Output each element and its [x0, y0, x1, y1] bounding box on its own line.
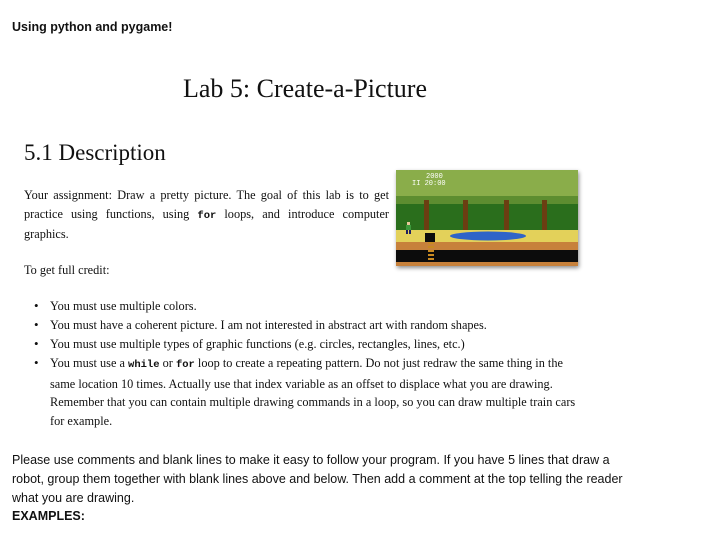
examples-label: EXAMPLES: — [12, 509, 85, 523]
tree-trunk — [542, 200, 547, 230]
list-item: You must use multiple colors. — [24, 297, 584, 316]
requirement-text: You must use multiple colors. — [50, 299, 197, 313]
tree-trunk — [463, 200, 468, 230]
requirement-text: loop to create a repeating pattern. Do n… — [50, 356, 576, 428]
tree-trunks — [424, 200, 547, 230]
ladder-rung — [428, 254, 434, 256]
timer-display: II 20:00 — [412, 180, 446, 188]
ladder — [428, 242, 434, 260]
requirement-text: You must use a — [50, 356, 129, 370]
water-pit — [450, 231, 526, 241]
requirements-list: You must use multiple colors. You must h… — [24, 297, 584, 431]
game-scene: 2000 II 20:00 — [396, 170, 578, 266]
requirement-text: or — [159, 356, 176, 370]
intro-text-1: Your assignment: Draw a pretty picture. … — [24, 188, 389, 221]
comments-paragraph: Please use comments and blank lines to m… — [12, 453, 623, 505]
requirement-text: You must use multiple types of graphic f… — [50, 337, 465, 351]
section-heading: 5.1 Description — [24, 140, 166, 165]
score-display: 2000 — [426, 173, 443, 181]
list-item: You must have a coherent picture. I am n… — [24, 316, 584, 335]
ladder-rung — [428, 242, 434, 244]
ladder-hole — [425, 233, 435, 242]
code-for: for — [197, 209, 217, 222]
foliage — [396, 196, 578, 204]
ladder-rung — [428, 250, 434, 252]
dirt-bottom — [396, 262, 578, 266]
full-credit-label: To get full credit: — [24, 263, 110, 277]
header-note: Using python and pygame! — [12, 20, 173, 34]
intro-text-2: loops, and introduce computer graphics. — [24, 206, 389, 242]
underground-tunnel — [396, 250, 578, 262]
forest-ground — [396, 204, 578, 230]
dirt-layer — [396, 242, 578, 250]
ladder-rung — [428, 246, 434, 248]
page-title: Lab 5: Create-a-Picture — [183, 74, 427, 103]
game-screenshot-image: 2000 II 20:00 — [396, 170, 578, 266]
ladder-rung — [428, 258, 434, 260]
code-for: for — [175, 359, 195, 371]
list-item: You must use a while or for loop to crea… — [24, 354, 584, 430]
code-while: while — [128, 359, 160, 371]
player-character — [406, 222, 411, 234]
tree-trunk — [424, 200, 429, 230]
intro-paragraph: Your assignment: Draw a pretty picture. … — [24, 186, 389, 244]
tree-trunk — [504, 200, 509, 230]
requirement-text: You must have a coherent picture. I am n… — [50, 318, 487, 332]
list-item: You must use multiple types of graphic f… — [24, 335, 584, 354]
